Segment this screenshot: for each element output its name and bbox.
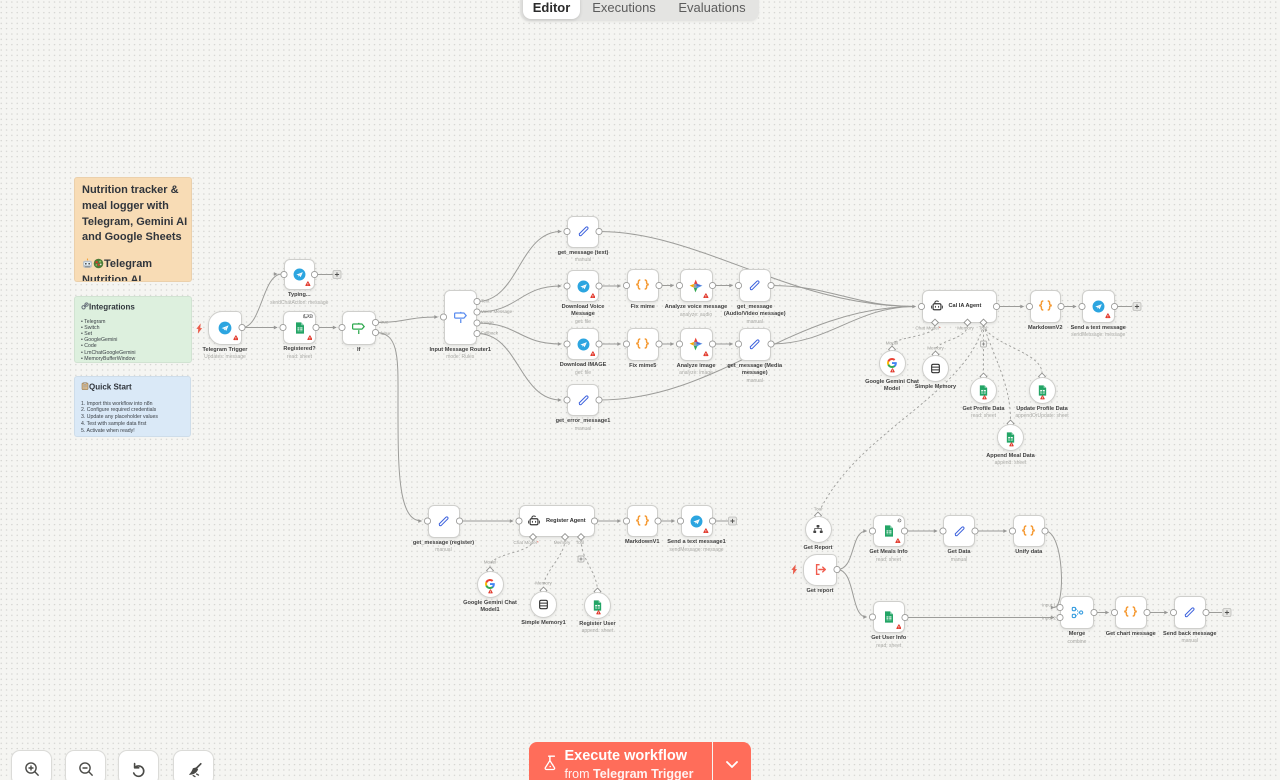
svg-text:Tool: Tool (979, 326, 987, 331)
svg-text:Tool: Tool (814, 507, 822, 512)
svg-text:Tool: Tool (576, 540, 584, 545)
svg-text:Memory: Memory (535, 581, 552, 586)
svg-text:Image: Image (481, 320, 494, 325)
svg-text:true: true (381, 320, 389, 325)
svg-text:Model: Model (484, 560, 497, 565)
svg-text:Memory: Memory (927, 346, 944, 351)
svg-text:Memory: Memory (957, 326, 974, 331)
svg-text:false: false (381, 331, 391, 336)
svg-text:Voice Message: Voice Message (481, 309, 513, 314)
svg-text:Input 2: Input 2 (1042, 616, 1056, 621)
svg-text:Input 1: Input 1 (1042, 603, 1056, 608)
svg-text:Fallback: Fallback (481, 331, 499, 336)
svg-text:Chat Model*: Chat Model* (915, 326, 941, 331)
svg-text:Memory: Memory (554, 540, 571, 545)
svg-text:Chat Model*: Chat Model* (513, 540, 539, 545)
svg-text:Text: Text (481, 299, 490, 304)
svg-text:Model: Model (886, 341, 899, 346)
